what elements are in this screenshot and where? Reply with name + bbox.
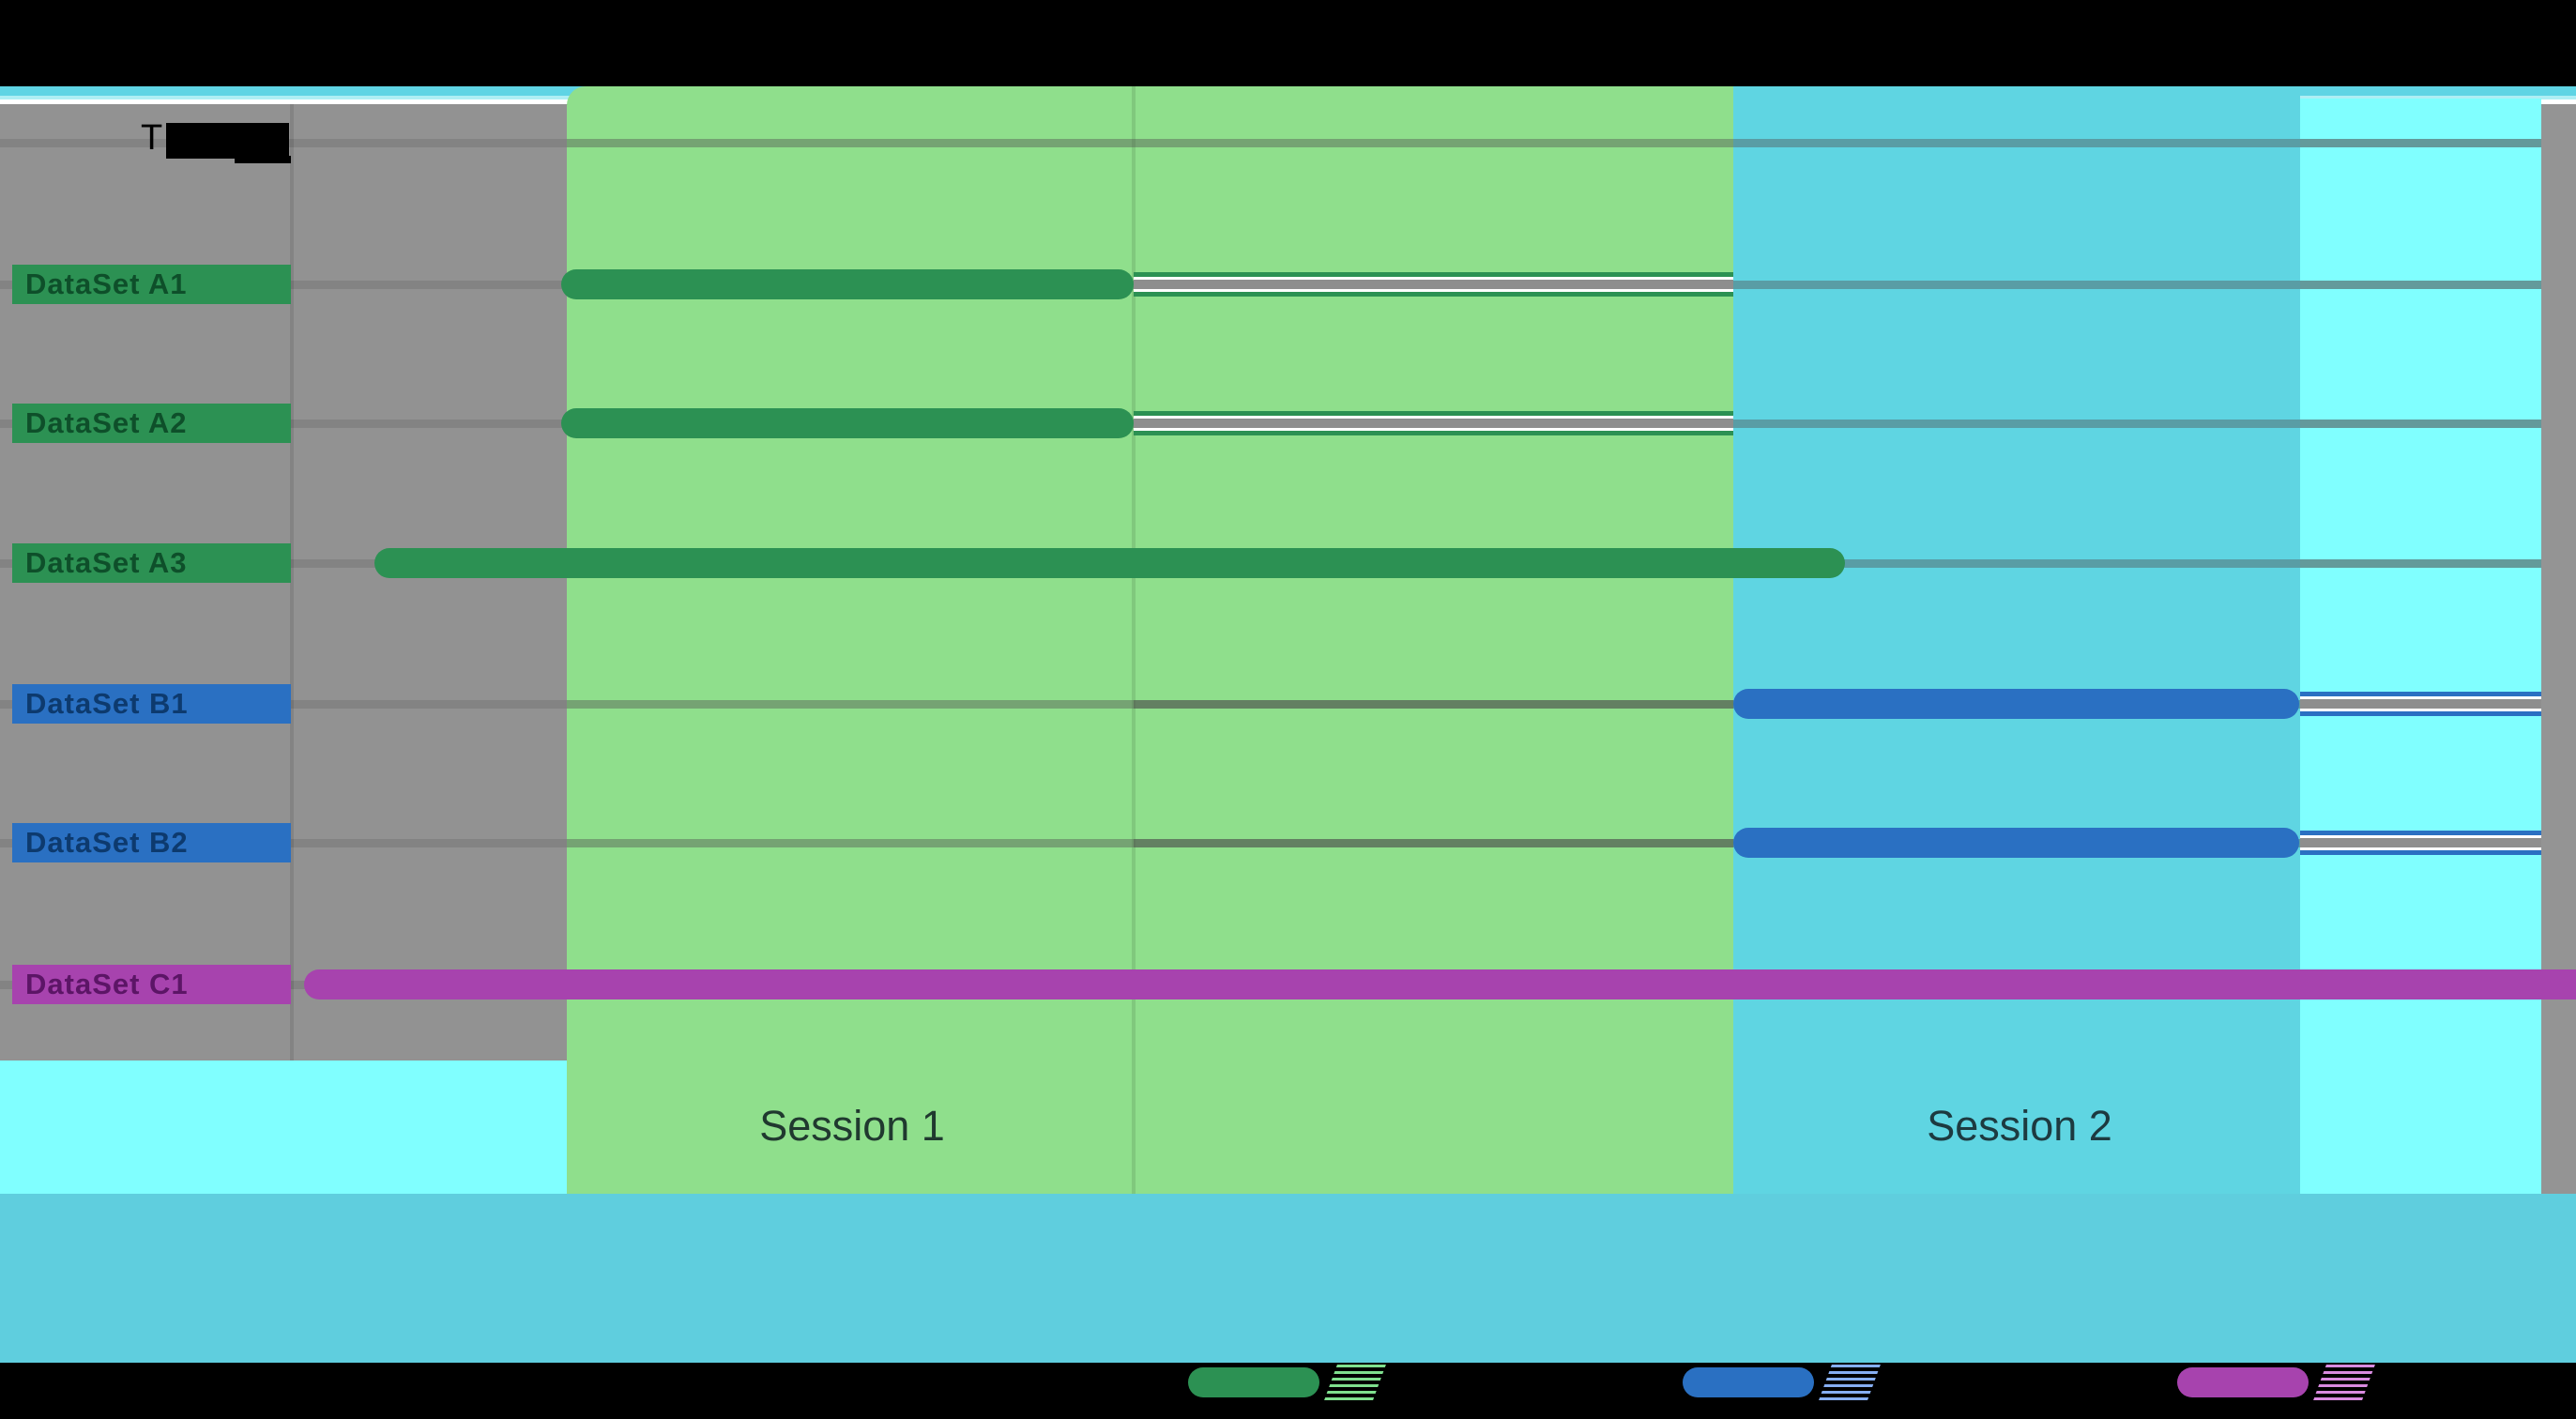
task-label: DataSet A2: [12, 404, 291, 443]
legend-swatch-sliver-purple: [2313, 1365, 2375, 1400]
remaining-track: [2300, 835, 2541, 850]
gantt-bar: [304, 969, 2576, 999]
vertical-gridline-mid: [1132, 86, 1136, 1194]
row-gridline-cyan: [2300, 281, 2541, 289]
legend-swatch-sliver-green: [1324, 1365, 1386, 1400]
session-2-panel: [1733, 86, 2300, 1194]
task-label: DataSet C1: [12, 965, 291, 1004]
remaining-track: [2300, 696, 2541, 711]
right-gray-strip: [2541, 104, 2576, 1194]
session-1-label: Session 1: [759, 1102, 945, 1150]
remaining-track: [1134, 277, 1733, 292]
redaction-box: [166, 123, 289, 159]
remaining-track: [1134, 416, 1733, 431]
row-gridline: [567, 700, 2541, 709]
legend-swatch-sliver-blue: [1819, 1365, 1881, 1400]
bottom-left-cyan-block: [0, 1060, 567, 1194]
session-2-label: Session 2: [1927, 1102, 2112, 1150]
session-1-panel: [567, 86, 1733, 1194]
task-label: DataSet B2: [12, 823, 291, 862]
row-gridline: [567, 839, 2541, 847]
vertical-gridline-labels: [290, 104, 294, 1060]
tasks-column-header: T: [141, 118, 163, 158]
row-gridline: [567, 139, 2541, 147]
gantt-bar: [1733, 828, 2299, 858]
row-gridline-mid: [1134, 700, 1733, 709]
task-label: DataSet B1: [12, 684, 291, 724]
right-cyan-panel: [2300, 99, 2541, 1194]
row-gridline-mid: [1134, 839, 1733, 847]
row-gridline-cyan: [2300, 139, 2541, 147]
gantt-bar: [374, 548, 1845, 578]
bottom-turquoise-band: [0, 1194, 2576, 1363]
row-gridline-cyan: [2300, 559, 2541, 568]
legend-swatch-purple: [2177, 1367, 2309, 1397]
task-label: DataSet A1: [12, 265, 291, 304]
gantt-bar: [561, 269, 1134, 299]
legend-swatch-blue: [1683, 1367, 1814, 1397]
row-gridline-cyan: [2300, 420, 2541, 428]
gantt-bar: [561, 408, 1134, 438]
gantt-bar: [1733, 689, 2299, 719]
task-label: DataSet A3: [12, 543, 291, 583]
redaction-box-tail: [235, 156, 291, 163]
legend-swatch-green: [1188, 1367, 1319, 1397]
